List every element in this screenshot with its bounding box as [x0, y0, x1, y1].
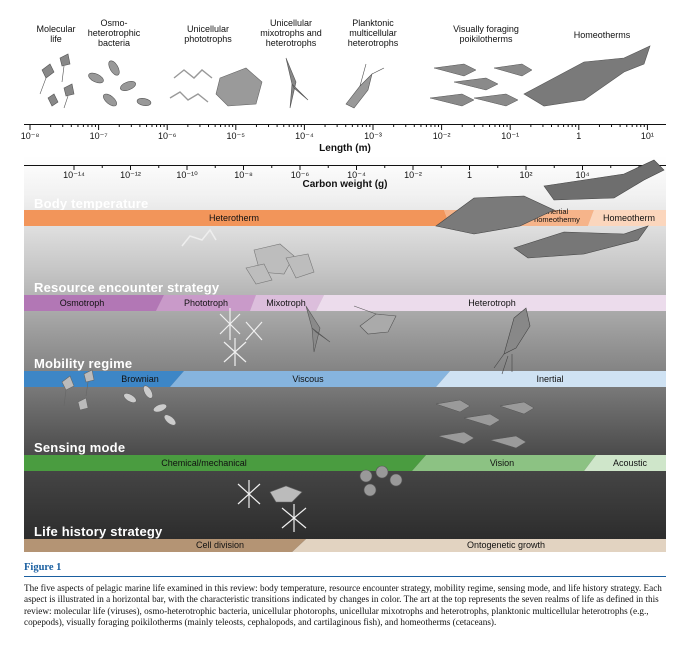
- caption-rule: [24, 576, 666, 577]
- realm-label-unicellular-phototrophs: Unicellular phototrophs: [184, 24, 232, 44]
- mixotroph-icon: [285, 57, 309, 109]
- copepod-lower-icon: [269, 485, 303, 503]
- fish-school-icon: [435, 399, 535, 449]
- mixotroph-segment: [250, 295, 324, 311]
- heterotherm-segment: [24, 210, 450, 226]
- section-title-body-temperature: Body temperature: [34, 196, 149, 211]
- length-tick-label: 10⁻²: [432, 131, 451, 141]
- weight-tick-label: 10⁻⁴: [347, 170, 366, 180]
- vision-segment: [412, 455, 596, 471]
- length-tick-label: 10⁻³: [364, 131, 382, 141]
- osmotroph-label: Osmotroph: [59, 298, 105, 308]
- length-tick-label: 10⁻⁶: [157, 131, 177, 141]
- realm-label-homeotherms: Homeotherms: [573, 30, 631, 40]
- mixotroph-label: Mixotroph: [266, 298, 306, 308]
- phototroph-label: Phototroph: [183, 298, 229, 308]
- acoustic-label: Acoustic: [612, 458, 648, 468]
- length-tick-label: 10⁻⁸: [20, 131, 40, 141]
- realms-area: Molecular life Osmo- heterotrophic bacte…: [24, 8, 666, 124]
- virus-icon: [39, 53, 75, 109]
- realm-label-molecular-life: Molecular life: [36, 24, 76, 44]
- viscous-segment: [170, 371, 450, 387]
- length-axis-ticks: [24, 124, 666, 130]
- realm-illustrations: [39, 45, 651, 109]
- cell-division-label: Cell division: [195, 540, 245, 550]
- homeotherm-label: Homeotherm: [602, 213, 656, 223]
- length-tick-label: 10⁻¹: [501, 131, 520, 141]
- weight-axis-ticks: [24, 165, 666, 170]
- phototroph-icon: [169, 69, 213, 103]
- ontogenetic-growth-label: Ontogenetic growth: [466, 540, 546, 550]
- length-axis-title: Length (m): [319, 143, 371, 154]
- diatom-chain-icon: [181, 228, 217, 247]
- viscous-label: Viscous: [292, 374, 324, 384]
- figure-caption: Figure 1 The five aspects of pelagic mar…: [24, 562, 670, 629]
- inertial-segment: [436, 371, 666, 387]
- length-tick-label: 1: [576, 131, 582, 141]
- length-tick-label: 10⁻⁵: [226, 131, 246, 141]
- chemical-mechanical-label: Chemical/mechanical: [161, 458, 247, 468]
- squid-icon: [493, 307, 531, 375]
- lower-panel: 10⁻¹⁴ 10⁻¹² 10⁻¹⁰ 10⁻⁸ 10⁻⁶ 10⁻⁴ 10⁻² 1 10² 10⁴ 10…: [24, 156, 666, 552]
- radiolarian-lower-icon: [237, 480, 307, 532]
- whale-icon: [523, 45, 651, 107]
- cell-division-segment: [24, 539, 306, 552]
- copepod-icon: [345, 63, 385, 109]
- bacteria-icon: [123, 385, 177, 426]
- bacteria-icon: [88, 60, 152, 107]
- homeotherm-segment: [588, 210, 666, 226]
- caption-text: The five aspects of pelagic marine life …: [24, 583, 662, 628]
- realm-label-mixotrophs-heterotrophs: Unicellular mixotrophs and heterotrophs: [260, 18, 322, 48]
- realm-label-osmo-bacteria: Osmo- heterotrophic bacteria: [87, 18, 141, 48]
- weight-tick-label: 10⁶: [632, 170, 646, 180]
- fish-school-icon: [429, 63, 533, 107]
- inertial-label: Inertial: [536, 374, 564, 384]
- realm-label-visual-poikilotherms: Visually foraging poikilotherms: [453, 24, 519, 44]
- diatom-colony-icon: [215, 67, 263, 107]
- heterotroph-label: Heterotroph: [468, 298, 516, 308]
- section-title-resource-encounter: Resource encounter strategy: [34, 280, 220, 295]
- weight-tick-label: 10⁻¹⁴: [63, 170, 85, 180]
- shark-icon: [513, 225, 649, 259]
- radiolarian-icon: [219, 308, 263, 366]
- section-title-life-history: Life history strategy: [34, 524, 163, 539]
- heterotherm-label: Heterotherm: [208, 213, 260, 223]
- figure-title: Figure 1: [24, 562, 62, 573]
- chemical-mechanical-segment: [24, 455, 426, 471]
- resource-encounter-bar: [24, 295, 666, 311]
- heterotroph-segment: [316, 295, 666, 311]
- figure-panel: Molecular life Osmo- heterotrophic bacte…: [20, 8, 666, 552]
- mixotroph-icon: [305, 305, 331, 353]
- osmotroph-segment: [24, 295, 164, 311]
- section-title-mobility-regime: Mobility regime: [34, 356, 133, 371]
- sensing-mode-bar: [24, 455, 666, 471]
- weight-tick-label: 1: [466, 170, 473, 180]
- weight-tick-label: 10⁻⁶: [290, 170, 310, 180]
- phototroph-segment: [156, 295, 256, 311]
- length-tick-label: 10⁻⁷: [89, 131, 108, 141]
- weight-axis-title: Carbon weight (g): [302, 179, 388, 190]
- brownian-label: Brownian: [121, 374, 159, 384]
- weight-tick-label: 10⁻¹²: [120, 170, 141, 180]
- weight-tick-label: 10²: [519, 170, 533, 180]
- rock-colony-icon: [245, 243, 315, 285]
- weight-tick-label: 10⁴: [575, 170, 590, 180]
- inertial-homeothermy-label: Inertial homeothermy: [534, 207, 580, 224]
- weight-tick-label: 10⁻²: [404, 170, 422, 180]
- vision-label: Vision: [489, 458, 515, 468]
- weight-tick-label: 10⁻¹⁰: [176, 170, 198, 180]
- life-history-bar: [24, 539, 666, 552]
- ontogenetic-growth-segment: [292, 539, 666, 552]
- realm-label-planktonic-multicellular: Planktonic multicellular heterotrophs: [347, 18, 399, 48]
- weight-tick-label: 10⁻⁸: [234, 170, 253, 180]
- length-tick-label: 10⁻⁴: [295, 131, 314, 141]
- acoustic-segment: [584, 455, 666, 471]
- brownian-segment: [24, 371, 184, 387]
- length-axis: 10⁻⁸ 10⁻⁷ 10⁻⁶ 10⁻⁵ 10⁻⁴ 10⁻³ 10⁻² 10⁻¹ 1 10¹ Len…: [20, 124, 666, 156]
- length-tick-label: 10¹: [640, 131, 654, 141]
- section-title-sensing-mode: Sensing mode: [34, 440, 126, 455]
